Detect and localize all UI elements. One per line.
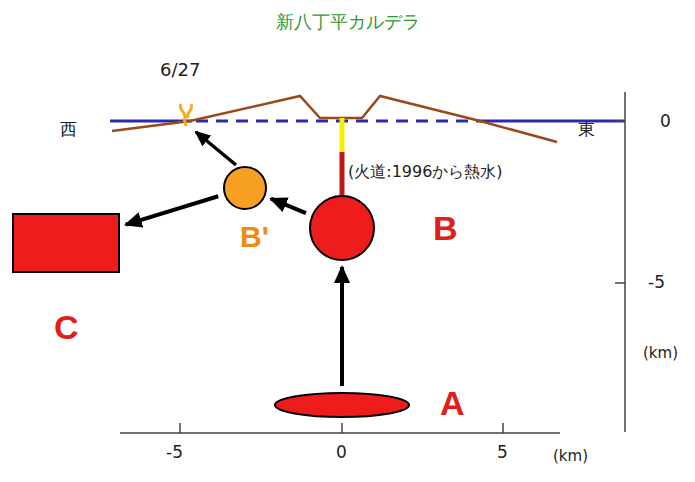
magma-chamber-b: B: [309, 195, 375, 261]
node-label: C: [54, 310, 79, 344]
leader-arrow: [196, 132, 236, 165]
axis-number: 0: [660, 112, 671, 131]
conduit-note: (火道:1996から熱水): [348, 163, 503, 181]
magma-source-a: A: [274, 392, 410, 418]
axis-tick: [341, 423, 343, 433]
axis-tick: [179, 423, 181, 433]
axis-number: 5: [497, 443, 508, 462]
axis-tick: [615, 282, 625, 284]
magma-chamber-bprime: B': [223, 166, 267, 210]
flow-arrow: [126, 196, 218, 224]
distance-axis: [120, 432, 560, 434]
node-label: A: [440, 386, 465, 420]
diagram-title: 新八丁平カルデラ: [0, 10, 695, 34]
depth-axis: [624, 92, 626, 432]
magma-chamber-c: C: [12, 213, 120, 273]
axis-tick: [502, 423, 504, 433]
axis-tick: [615, 120, 625, 122]
axis-number: -5: [166, 443, 183, 462]
conduit-lower: [340, 152, 345, 196]
axis-unit: (km): [643, 345, 678, 362]
direction-label: 東: [578, 120, 595, 139]
flow-arrow: [271, 199, 306, 213]
flow-arrow: [340, 267, 344, 386]
node-label: B': [240, 222, 269, 252]
axis-unit: (km): [553, 448, 588, 465]
node-shape: [12, 213, 120, 273]
sea-level-dashed: [196, 120, 482, 123]
node-shape: [274, 392, 410, 418]
node-label: B: [433, 211, 458, 245]
node-shape: [309, 195, 375, 261]
topography: [112, 96, 557, 142]
axis-number: -5: [648, 273, 665, 292]
direction-label: 西: [60, 120, 77, 139]
sea-level: [482, 120, 625, 123]
vent-symbol: [180, 104, 191, 126]
node-shape: [223, 166, 267, 210]
axis-number: 0: [336, 443, 347, 462]
date-label: 6/27: [160, 60, 200, 80]
conduit-upper: [340, 118, 345, 152]
